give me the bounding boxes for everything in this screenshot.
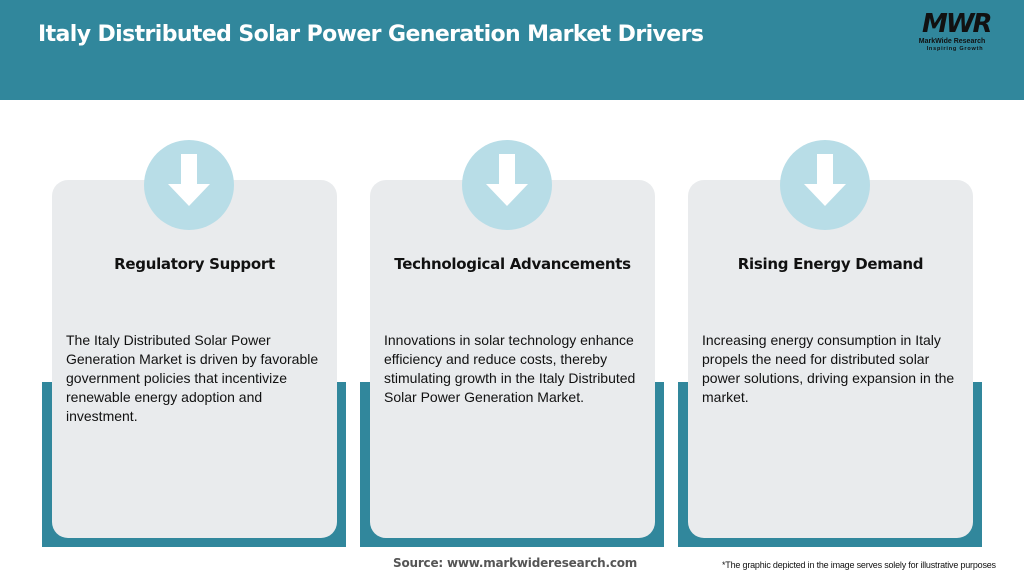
- card-panel: Technological Advancements Innovations i…: [370, 180, 655, 538]
- icon-circle: [462, 140, 552, 230]
- logo: MWR MarkWide Research Inspiring Growth: [919, 9, 993, 53]
- driver-card-3: Rising Energy Demand Increasing energy c…: [678, 140, 982, 550]
- source-link[interactable]: Source: www.markwideresearch.com: [393, 556, 638, 570]
- icon-circle: [144, 140, 234, 230]
- card-panel: Regulatory Support The Italy Distributed…: [52, 180, 337, 538]
- down-arrow-icon: [168, 154, 210, 206]
- card-title: Technological Advancements: [394, 255, 631, 273]
- down-arrow-icon: [486, 154, 528, 206]
- logo-name: MarkWide Research: [918, 38, 986, 45]
- disclaimer: *The graphic depicted in the image serve…: [722, 560, 996, 570]
- driver-card-1: Regulatory Support The Italy Distributed…: [42, 140, 346, 550]
- card-panel: Rising Energy Demand Increasing energy c…: [688, 180, 973, 538]
- page-title: Italy Distributed Solar Power Generation…: [38, 22, 704, 47]
- card-text: Increasing energy consumption in Italy p…: [702, 332, 955, 405]
- down-arrow-icon: [804, 154, 846, 206]
- logo-tagline: Inspiring Growth: [926, 46, 984, 52]
- logo-mark: MWR: [922, 9, 993, 39]
- card-title: Rising Energy Demand: [737, 255, 924, 273]
- card-text: The Italy Distributed Solar Power Genera…: [66, 332, 319, 424]
- driver-card-2: Technological Advancements Innovations i…: [360, 140, 664, 550]
- card-title: Regulatory Support: [114, 255, 275, 273]
- header-banner: Italy Distributed Solar Power Generation…: [0, 0, 1024, 100]
- icon-circle: [780, 140, 870, 230]
- card-text: Innovations in solar technology enhance …: [384, 332, 636, 405]
